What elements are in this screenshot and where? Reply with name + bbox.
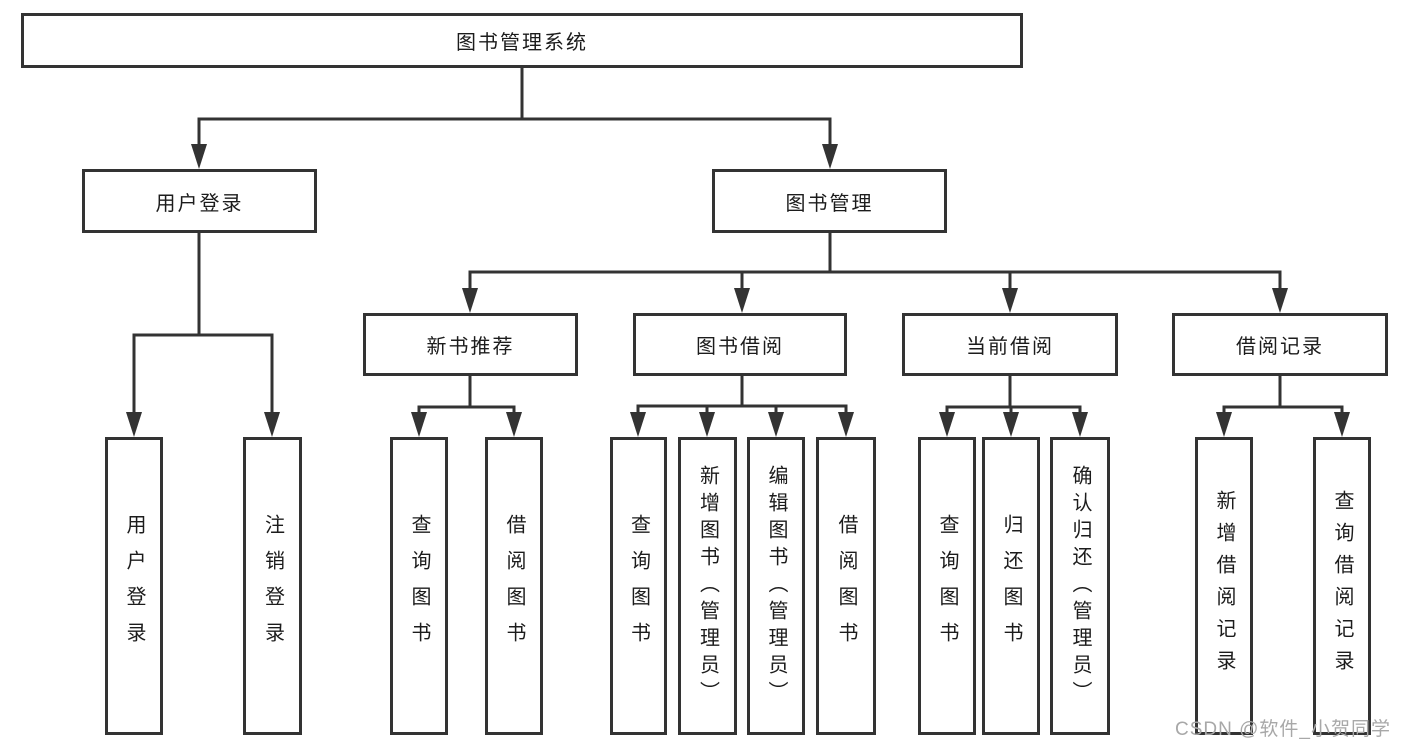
arrowhead-icon xyxy=(1216,412,1232,437)
leaf-user-login: 用户登录 xyxy=(105,437,163,735)
node-book-borrow-label: 图书借阅 xyxy=(696,336,784,358)
leaf-bb-add-book: 新增图书（管理员） xyxy=(678,437,737,735)
leaf-cb-confirm: 确认归还（管理员） xyxy=(1050,437,1110,735)
leaf-bb-borrow-book-label: 借阅图书 xyxy=(835,514,857,658)
leaf-br-query-record-label: 查询借阅记录 xyxy=(1331,490,1353,682)
arrowhead-icon xyxy=(506,412,522,437)
connector-root xyxy=(191,66,838,169)
leaf-rec-query-book-label: 查询图书 xyxy=(408,514,430,658)
leaf-bb-add-book-label: 新增图书（管理员） xyxy=(696,464,719,708)
arrowhead-icon xyxy=(264,412,280,437)
leaf-rec-query-book: 查询图书 xyxy=(390,437,448,735)
node-new-book-rec-label: 新书推荐 xyxy=(426,336,515,358)
leaf-cb-return-book: 归还图书 xyxy=(982,437,1040,735)
arrowhead-icon xyxy=(939,412,955,437)
arrowhead-icon xyxy=(411,412,427,437)
leaf-bb-borrow-book: 借阅图书 xyxy=(816,437,876,735)
arrowhead-icon xyxy=(1334,412,1350,437)
connector-borrow-record xyxy=(1216,374,1350,437)
node-book-mgmt: 图书管理 xyxy=(712,169,947,233)
connector-new-book-rec xyxy=(411,374,522,437)
arrowhead-icon xyxy=(1272,288,1288,313)
node-new-book-rec: 新书推荐 xyxy=(363,313,578,376)
connector-book-mgmt xyxy=(462,231,1288,313)
node-borrow-record: 借阅记录 xyxy=(1172,313,1388,376)
arrowhead-icon xyxy=(1072,412,1088,437)
leaf-br-query-record: 查询借阅记录 xyxy=(1313,437,1371,735)
arrowhead-icon xyxy=(1002,288,1018,313)
leaf-bb-query-book-label: 查询图书 xyxy=(627,514,650,658)
arrowhead-icon xyxy=(699,412,715,437)
leaf-cb-confirm-label: 确认归还（管理员） xyxy=(1069,464,1091,708)
node-user-login: 用户登录 xyxy=(82,169,317,233)
arrowhead-icon xyxy=(822,144,838,169)
leaf-cb-query-book: 查询图书 xyxy=(918,437,976,735)
node-user-login-label: 用户登录 xyxy=(155,192,244,215)
node-book-borrow: 图书借阅 xyxy=(633,313,847,376)
arrowhead-icon xyxy=(1003,412,1019,437)
watermark: CSDN @软件_小贺同学 xyxy=(1175,719,1391,740)
arrowhead-icon xyxy=(768,412,784,437)
leaf-br-add-record: 新增借阅记录 xyxy=(1195,437,1253,735)
connector-book-borrow xyxy=(630,374,854,437)
node-borrow-record-label: 借阅记录 xyxy=(1236,336,1324,358)
leaf-rec-borrow-book: 借阅图书 xyxy=(485,437,543,735)
node-root: 图书管理系统 xyxy=(21,13,1023,68)
node-root-label: 图书管理系统 xyxy=(456,32,588,54)
leaf-bb-edit-book: 编辑图书（管理员） xyxy=(747,437,805,735)
leaf-cb-query-book-label: 查询图书 xyxy=(936,514,958,658)
node-current-borrow-label: 当前借阅 xyxy=(966,336,1054,358)
leaf-cb-return-book-label: 归还图书 xyxy=(1000,514,1022,658)
arrowhead-icon xyxy=(734,288,750,313)
leaf-rec-borrow-book-label: 借阅图书 xyxy=(503,514,525,658)
node-book-mgmt-label: 图书管理 xyxy=(785,192,874,215)
arrowhead-icon xyxy=(838,412,854,437)
leaf-bb-edit-book-label: 编辑图书（管理员） xyxy=(765,464,787,708)
connector-user-login xyxy=(126,231,280,437)
arrowhead-icon xyxy=(462,288,478,313)
arrowhead-icon xyxy=(126,412,142,437)
arrowhead-icon xyxy=(630,412,646,437)
leaf-user-login-label: 用户登录 xyxy=(123,514,145,658)
node-current-borrow: 当前借阅 xyxy=(902,313,1118,376)
connector-current-borrow xyxy=(939,374,1088,437)
leaf-bb-query-book: 查询图书 xyxy=(610,437,667,735)
leaf-br-add-record-label: 新增借阅记录 xyxy=(1213,490,1235,682)
leaf-logout: 注销登录 xyxy=(243,437,302,735)
leaf-logout-label: 注销登录 xyxy=(261,514,284,658)
arrowhead-icon xyxy=(191,144,207,169)
